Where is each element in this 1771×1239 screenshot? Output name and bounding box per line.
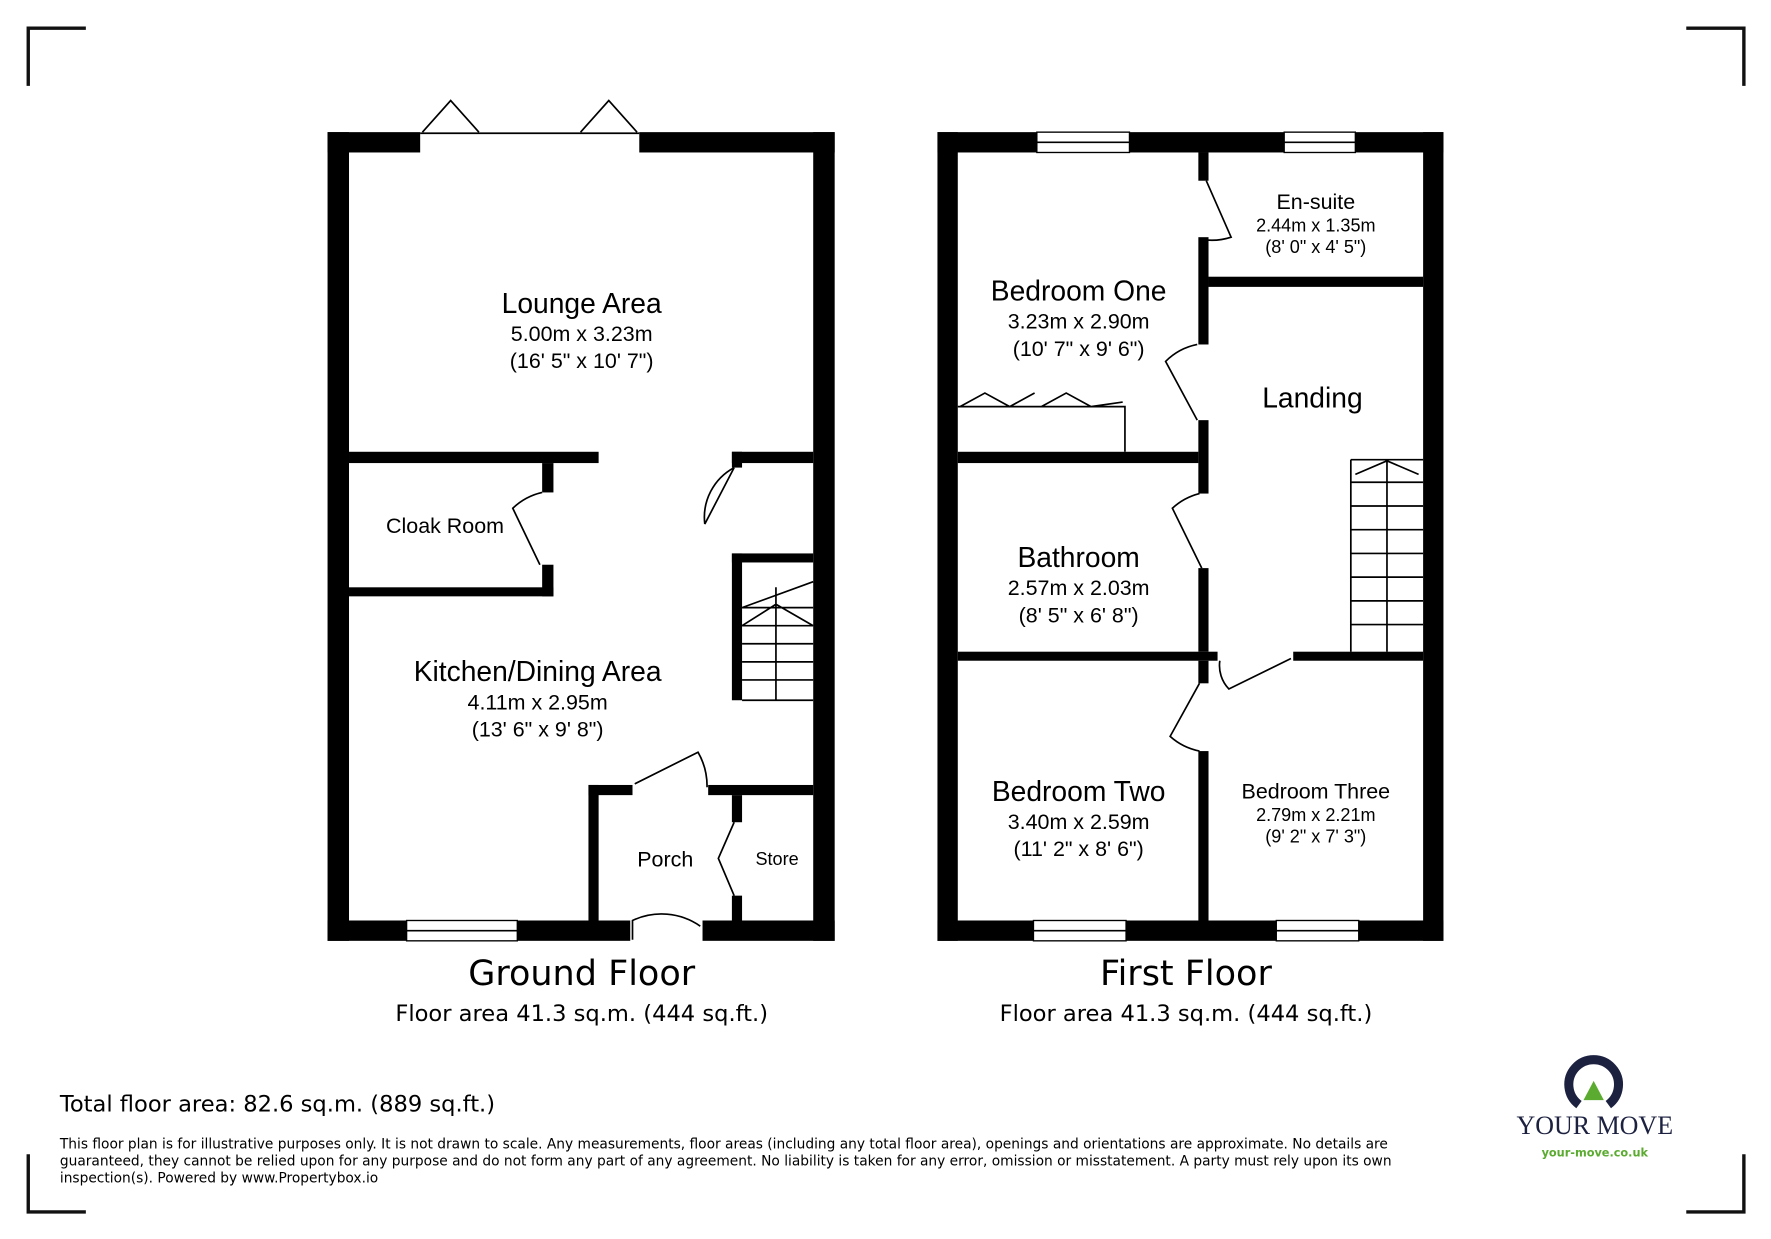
- room-size-ft-ensuite: (8' 0" x 4' 5"): [1265, 237, 1366, 257]
- room-size-ft-bathroom: (8' 5" x 6' 8"): [1019, 603, 1139, 627]
- room-size-bedroom-one: 3.23m x 2.90m: [1008, 310, 1150, 334]
- your-move-logo: YOUR MOVE your-move.co.uk: [1517, 1055, 1674, 1160]
- ground-floor-title: Ground Floor: [468, 954, 696, 994]
- room-name-landing: Landing: [1262, 382, 1362, 414]
- room-size-ft-bedroom-two: (11' 2" x 8' 6"): [1014, 837, 1144, 861]
- room-name-kitchen: Kitchen/Dining Area: [414, 655, 662, 687]
- room-name-bedroom-one: Bedroom One: [991, 274, 1167, 306]
- corner-marks: [26, 26, 1746, 1214]
- room-name-cloak: Cloak Room: [386, 514, 504, 538]
- room-size-bedroom-three: 2.79m x 2.21m: [1256, 805, 1375, 825]
- first-floor-title: First Floor: [1100, 954, 1272, 994]
- ground-floor-plan: [327, 99, 835, 942]
- room-name-bathroom: Bathroom: [1017, 541, 1139, 573]
- room-name-bedroom-three: Bedroom Three: [1242, 780, 1391, 804]
- disclaimer-line: inspection(s). Powered by www.Propertybo…: [60, 1171, 378, 1187]
- total-floor-area: Total floor area: 82.6 sq.m. (889 sq.ft.…: [59, 1091, 495, 1117]
- ground-floor-area: Floor area 41.3 sq.m. (444 sq.ft.): [395, 1001, 768, 1027]
- first-floor-area: Floor area 41.3 sq.m. (444 sq.ft.): [1000, 1001, 1373, 1027]
- room-size-ft-bedroom-one: (10' 7" x 9' 6"): [1013, 337, 1145, 361]
- room-size-ensuite: 2.44m x 1.35m: [1256, 216, 1375, 236]
- room-name-bedroom-two: Bedroom Two: [992, 775, 1166, 807]
- room-name-store: Store: [755, 849, 798, 869]
- first-floor-plan: [937, 131, 1444, 942]
- room-size-bathroom: 2.57m x 2.03m: [1008, 576, 1150, 600]
- room-name-porch: Porch: [637, 847, 693, 871]
- room-name-lounge: Lounge Area: [502, 287, 662, 319]
- room-size-ft-bedroom-three: (9' 2" x 7' 3"): [1265, 827, 1366, 847]
- logo-text: YOUR MOVE: [1517, 1111, 1674, 1140]
- room-size-kitchen: 4.11m x 2.95m: [468, 690, 608, 714]
- room-size-lounge: 5.00m x 3.23m: [511, 322, 653, 346]
- room-size-bedroom-two: 3.40m x 2.59m: [1008, 810, 1150, 834]
- logo-url: your-move.co.uk: [1542, 1147, 1649, 1160]
- disclaimer-line: This floor plan is for illustrative purp…: [59, 1137, 1388, 1153]
- room-name-ensuite: En-suite: [1276, 190, 1355, 214]
- logo-arrow-icon: [1583, 1080, 1604, 1101]
- room-size-ft-kitchen: (13' 6" x 9' 8"): [472, 717, 604, 741]
- logo-ring-icon: [1564, 1055, 1624, 1109]
- disclaimer-line: guaranteed, they cannot be relied upon f…: [60, 1154, 1392, 1170]
- room-size-ft-lounge: (16' 5" x 10' 7"): [510, 349, 654, 373]
